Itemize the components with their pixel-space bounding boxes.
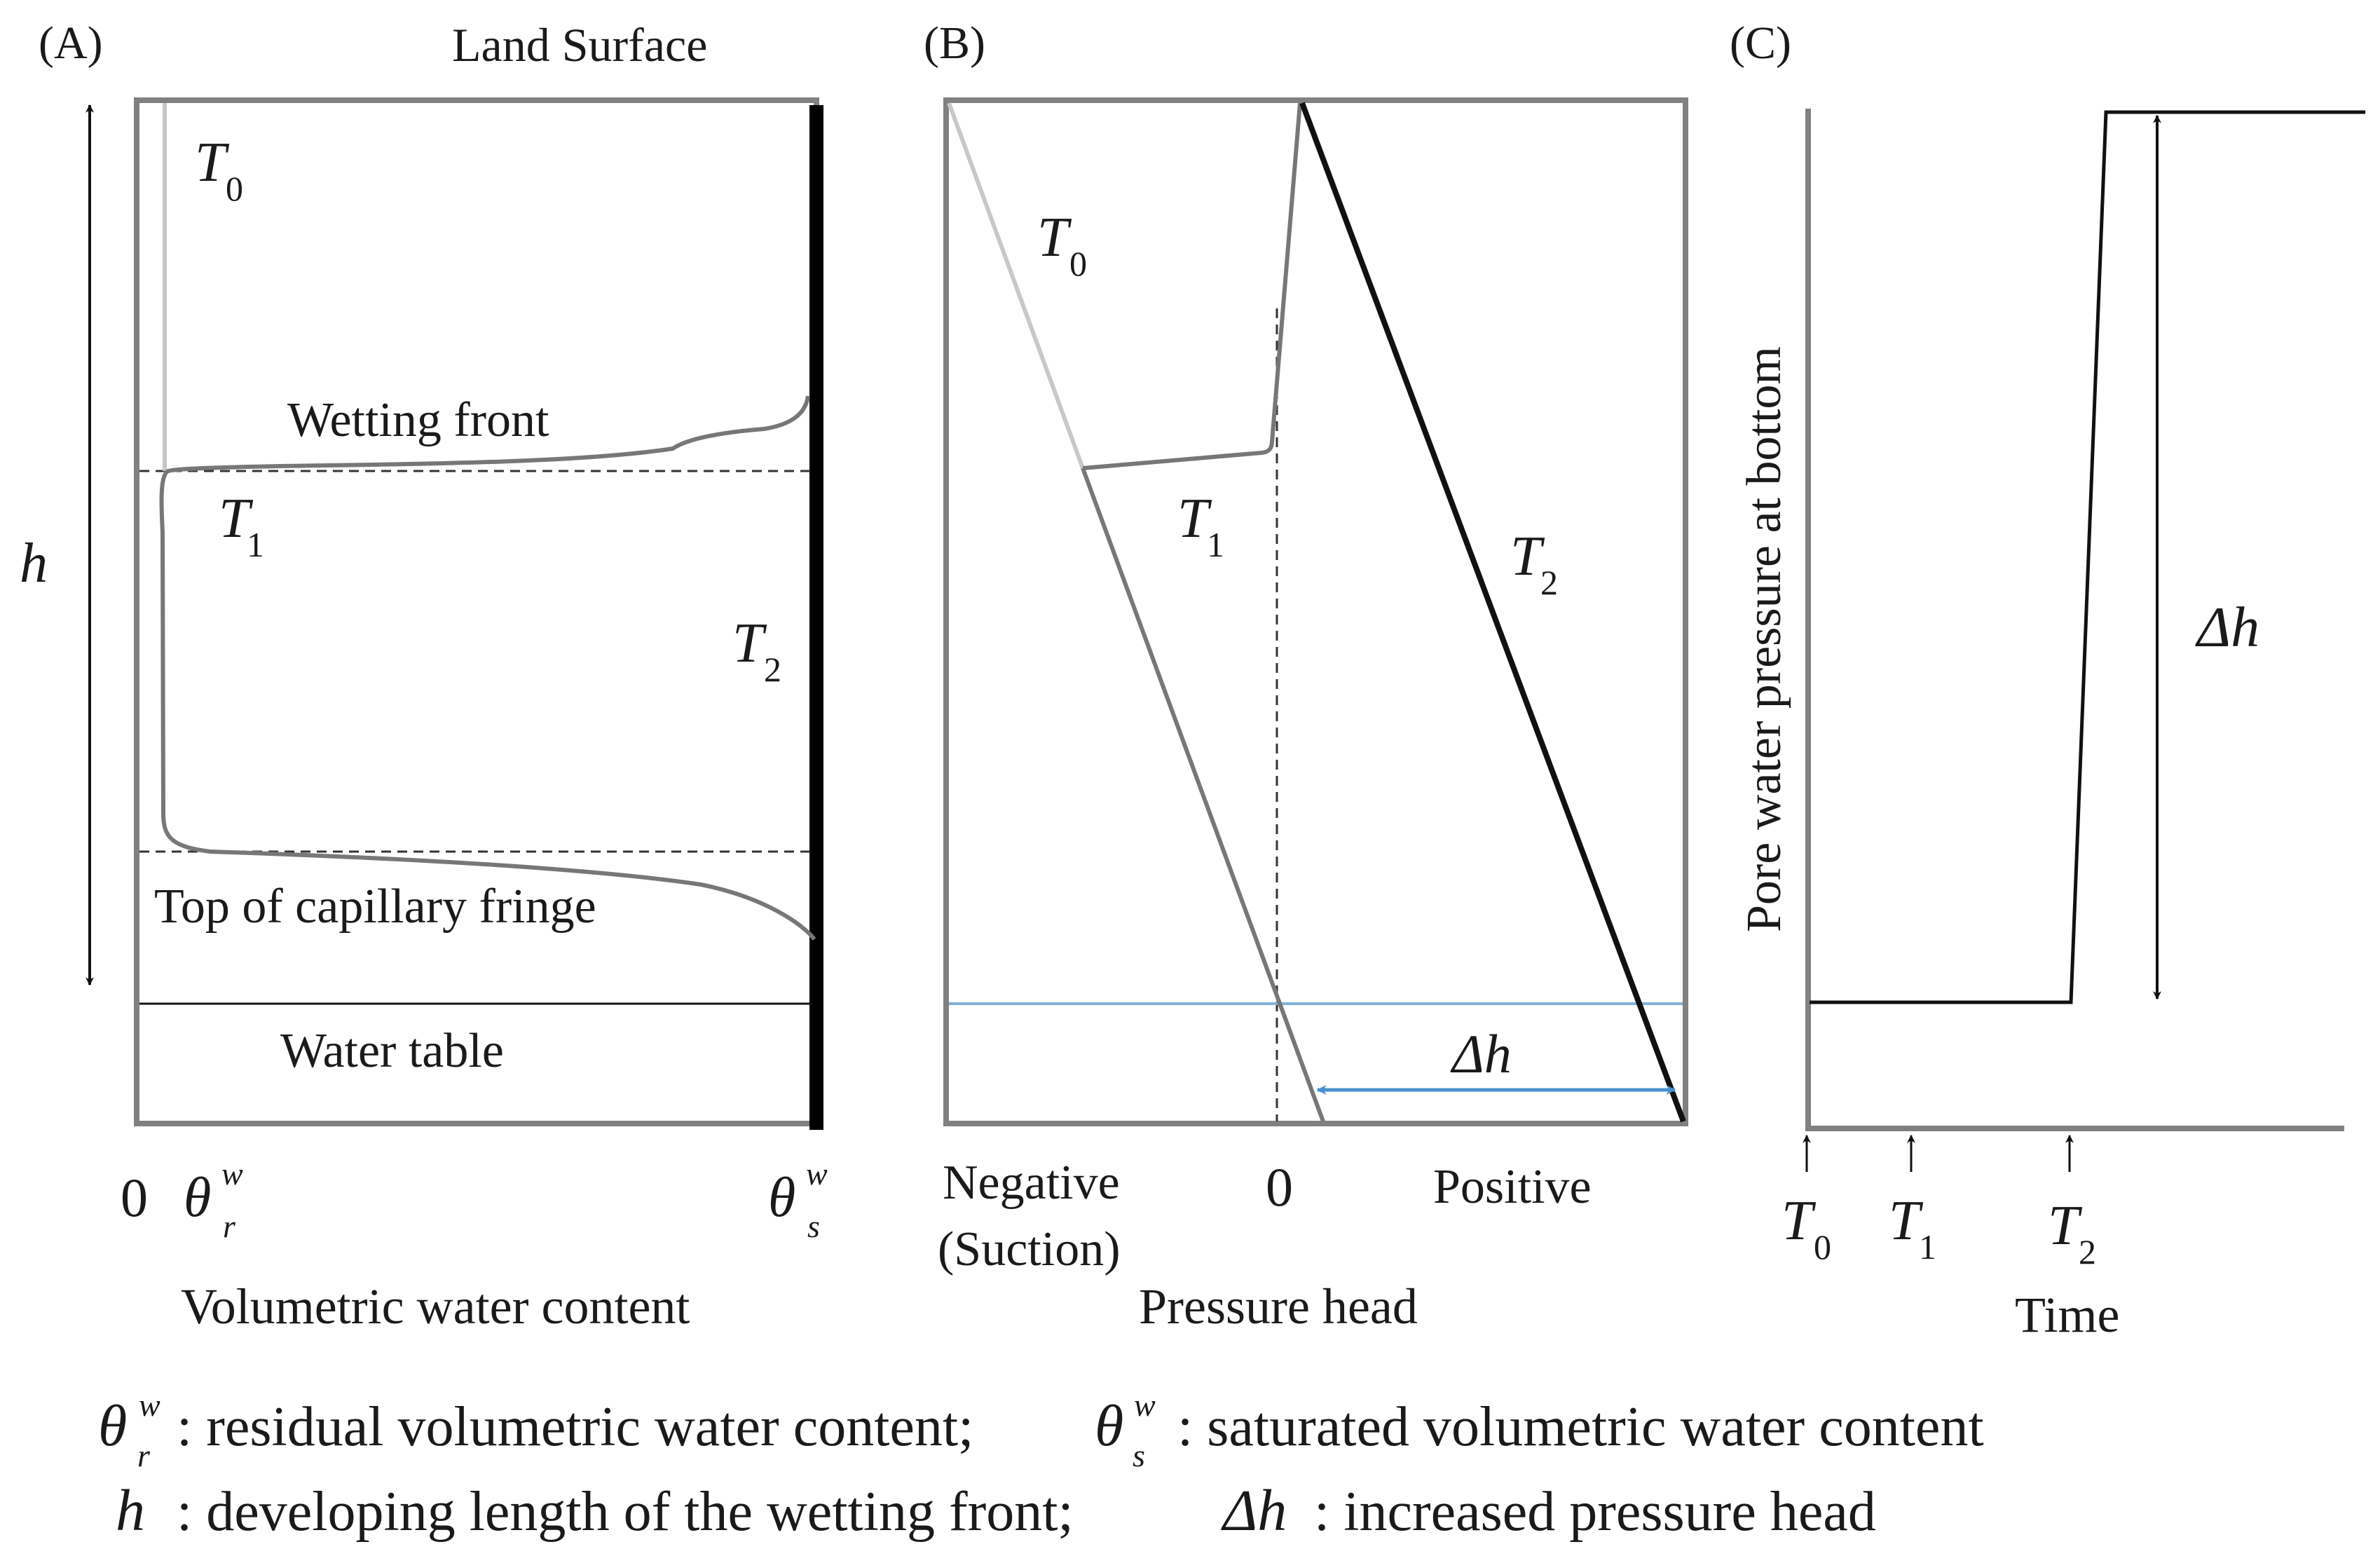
svg-text:s: s (807, 1208, 820, 1244)
x-tick-theta-r: θ r w (184, 1156, 243, 1244)
t0-label-a: T 0 (195, 132, 243, 208)
panel-b-tag: (B) (924, 18, 985, 69)
svg-text:r: r (137, 1438, 151, 1473)
svg-text:0: 0 (1069, 244, 1087, 283)
svg-text:T: T (732, 613, 767, 674)
svg-text:θ: θ (768, 1167, 795, 1229)
x-tick-theta-s: θ s w (768, 1156, 828, 1244)
svg-text:: increased pressure head: : increased pressure head (1300, 1481, 1876, 1543)
svg-text:2: 2 (2079, 1232, 2096, 1271)
x-axis-label-c: Time (2015, 1287, 2119, 1343)
land-surface-label: Land Surface (452, 18, 707, 71)
t1-label-a: T 1 (219, 488, 264, 564)
delta-h-label-b: Δh (1450, 1023, 1512, 1084)
pore-pressure-curve (1810, 110, 2365, 1004)
x-tick-positive: Positive (1433, 1160, 1592, 1214)
capillary-fringe-label: Top of capillary fringe (154, 880, 596, 934)
x-axis-label-a: Volumetric water content (181, 1278, 690, 1335)
svg-text:T: T (1037, 207, 1072, 268)
svg-text:2: 2 (1540, 563, 1558, 602)
svg-text:T: T (1781, 1190, 1817, 1252)
svg-text:w: w (806, 1156, 828, 1192)
water-table-label: Water table (280, 1024, 504, 1078)
svg-text:1: 1 (1919, 1227, 1936, 1267)
t1-curve-b (1081, 102, 1325, 1123)
t1-curve-a (159, 395, 816, 941)
svg-text:T: T (195, 132, 230, 193)
tick-label-t1: T 1 (1889, 1190, 1936, 1267)
wetting-front-label: Wetting front (287, 393, 549, 447)
svg-text:1: 1 (1207, 525, 1224, 564)
x-tick-suction: (Suction) (938, 1222, 1121, 1276)
panel-a-tag: (A) (39, 18, 103, 69)
h-symbol: h (20, 533, 48, 594)
svg-text:T: T (1177, 488, 1212, 550)
x-axis-label-b: Pressure head (1139, 1278, 1418, 1335)
legend-line-2: h : developing length of the wetting fro… (116, 1478, 1876, 1543)
svg-text:: developing length of the wet: : developing length of the wetting front… (163, 1481, 1088, 1543)
t0-label-b: T 0 (1037, 207, 1087, 283)
delta-h-label-c: Δh (2195, 595, 2259, 659)
svg-text:θ: θ (1095, 1393, 1123, 1459)
t2-curve-b (1299, 102, 1686, 1123)
y-axis-label-c: Pore water pressure at bottom (1737, 346, 1791, 932)
panel-c: (C) Δh Pore water pressure at bottom T 0… (1730, 18, 2365, 1343)
svg-text:w: w (139, 1387, 160, 1423)
svg-text:s: s (1133, 1438, 1145, 1473)
svg-text:: saturated volumetric water c: : saturated volumetric water content (1177, 1396, 1984, 1458)
svg-text:0: 0 (226, 169, 243, 208)
svg-text:T: T (2048, 1195, 2083, 1257)
x-tick-zero-b: 0 (1266, 1156, 1293, 1217)
x-tick-negative: Negative (943, 1156, 1120, 1210)
svg-text:1: 1 (247, 525, 264, 564)
tick-label-t2: T 2 (2048, 1195, 2096, 1271)
svg-text:0: 0 (1814, 1227, 1831, 1267)
t1-label-b: T 1 (1177, 488, 1224, 564)
legend: θ w r : residual volumetric water conten… (98, 1387, 1984, 1543)
svg-text:w: w (221, 1156, 243, 1192)
x-tick-zero-a: 0 (121, 1167, 148, 1228)
panel-b-frame (943, 97, 1688, 1126)
panel-a: (A) Land Surface h T 0 T 1 T 2 We (20, 18, 828, 1335)
svg-text:2: 2 (764, 650, 781, 689)
svg-text:h: h (116, 1478, 145, 1543)
svg-text:r: r (223, 1208, 236, 1244)
panel-b: (B) Δh T 0 T 1 T 2 Negative (Suction) (924, 18, 1688, 1335)
svg-text:T: T (1510, 526, 1545, 587)
panel-a-frame (134, 97, 819, 1126)
svg-text:T: T (1889, 1190, 1924, 1252)
panel-c-tag: (C) (1730, 18, 1791, 69)
svg-text:T: T (219, 488, 254, 550)
svg-text:θ: θ (98, 1393, 127, 1459)
tick-label-t0: T 0 (1781, 1190, 1831, 1267)
t2-label-a: T 2 (732, 613, 781, 689)
t0-curve-b (947, 102, 1085, 470)
svg-text:Δh: Δh (1221, 1478, 1287, 1543)
svg-text:w: w (1134, 1387, 1156, 1423)
svg-text:θ: θ (184, 1167, 211, 1229)
svg-text:: residual volumetric water co: : residual volumetric water content; (163, 1396, 987, 1458)
legend-line-1: θ w r : residual volumetric water conten… (98, 1387, 1984, 1473)
t2-label-b: T 2 (1510, 526, 1558, 602)
